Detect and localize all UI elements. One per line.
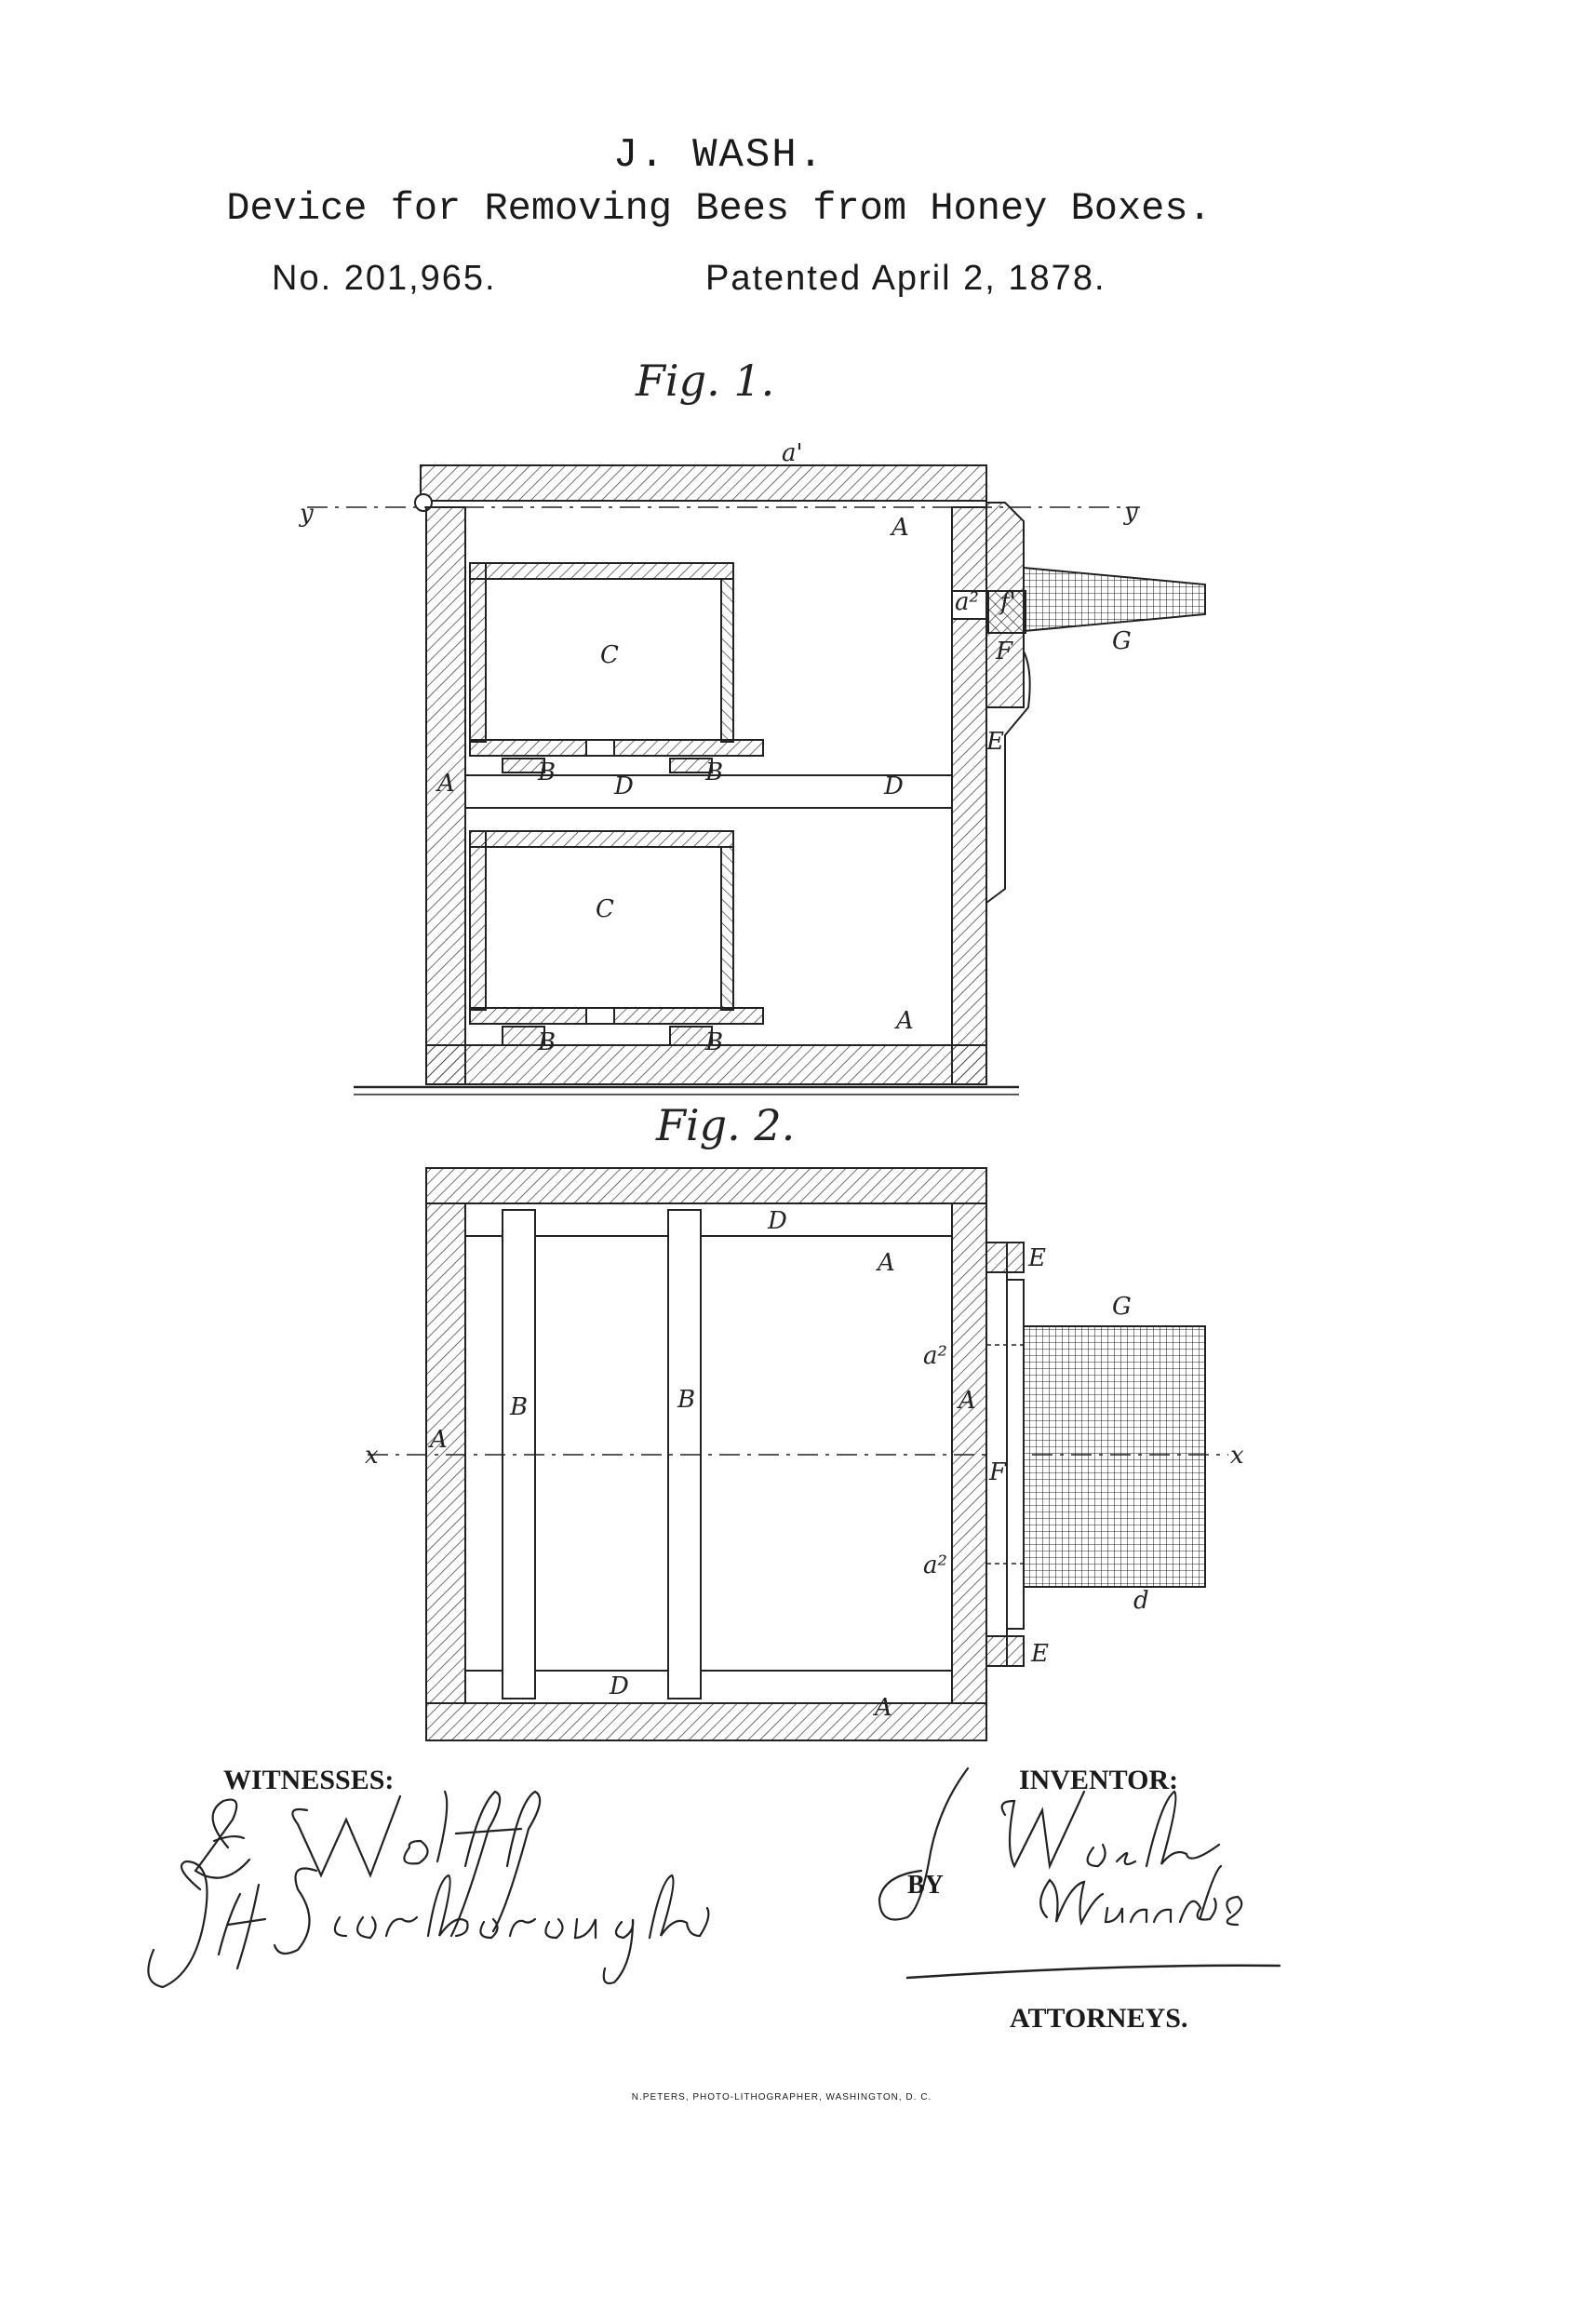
- fig2-label-D-bottom: D: [609, 1672, 629, 1700]
- figure-2: Fig. 2. D A E G a²: [365, 1100, 1244, 1741]
- fig2-label-x-left: x: [365, 1442, 379, 1470]
- inventor-name: J. WASH.: [612, 132, 825, 179]
- fig2-label-E-bottom: E: [1030, 1640, 1049, 1668]
- patent-number: No. 201,965.: [272, 259, 497, 298]
- fig1-label-A-top-right: A: [890, 514, 909, 542]
- fig2-label-B-right: B: [677, 1386, 695, 1414]
- inventor-label: INVENTOR:: [1019, 1765, 1179, 1795]
- fig1-label-C-upper: C: [600, 641, 619, 669]
- figure-1: Fig. 1.: [299, 356, 1206, 1095]
- attorneys-label: ATTORNEYS.: [1010, 2003, 1188, 2034]
- by-label: BY: [907, 1871, 944, 1900]
- signature-inventor: [878, 1767, 1221, 1921]
- fig1-escape-device: [951, 502, 1206, 904]
- patent-date: Patented April 2, 1878.: [705, 259, 1106, 298]
- fig1-label-D-mid: D: [613, 772, 634, 800]
- fig2-label-A-top: A: [876, 1249, 895, 1277]
- fig2-label-d: d: [1133, 1587, 1149, 1615]
- fig2-label-A-bottom: A: [873, 1694, 892, 1722]
- fig1-label-A-left: A: [436, 770, 455, 798]
- fig1-label-E: E: [985, 728, 1004, 756]
- patent-title: Device for Removing Bees from Honey Boxe…: [226, 186, 1212, 231]
- signature-witness-2: [147, 1860, 710, 1989]
- fig2-caption: Fig. 2.: [655, 1100, 795, 1150]
- fig1-label-A-bottom-right: A: [894, 1007, 914, 1035]
- signature-witness-1: [194, 1790, 542, 1938]
- fig2-label-D-top: D: [767, 1207, 787, 1235]
- inventor-signatures: [878, 1767, 1281, 1980]
- fig1-label-D-right: D: [883, 772, 904, 800]
- fig1-label-G: G: [1112, 627, 1132, 655]
- fig1-label-B-lower-left: B: [537, 1028, 556, 1056]
- fig1-lid: [420, 464, 987, 502]
- witness-signatures: [147, 1790, 710, 1989]
- fig2-label-G: G: [1112, 1293, 1132, 1321]
- fig1-label-F: F: [995, 638, 1013, 665]
- fig2-right-wall: [951, 1202, 987, 1704]
- fig2-top-wall: [425, 1167, 987, 1204]
- printer-credit: N.PETERS, PHOTO-LITHOGRAPHER, WASHINGTON…: [631, 2092, 932, 2102]
- witnesses-label: WITNESSES:: [223, 1765, 395, 1795]
- fig2-bottom-wall: [425, 1702, 987, 1741]
- fig2-label-a2-top: a²: [923, 1342, 947, 1370]
- fig2-label-a2-bottom: a²: [923, 1552, 947, 1579]
- fig1-label-B-upper-right: B: [704, 759, 723, 786]
- fig1-caption: Fig. 1.: [635, 356, 774, 406]
- fig2-label-A-right: A: [957, 1387, 976, 1415]
- fig2-label-E-top: E: [1027, 1244, 1046, 1272]
- fig2-label-B-left: B: [509, 1393, 528, 1421]
- fig1-label-y-right: y: [1123, 498, 1138, 526]
- fig1-label-f-prime: f': [999, 588, 1016, 616]
- fig2-label-A-left: A: [428, 1426, 448, 1454]
- fig1-left-wall: [425, 506, 466, 1085]
- fig1-upper-box: [469, 562, 764, 773]
- fig1-label-a-prime: a': [782, 439, 803, 467]
- signature-attorney: [905, 1864, 1281, 1980]
- fig1-label-y-left: y: [299, 500, 314, 528]
- fig1-label-C-lower: C: [596, 895, 614, 923]
- fig2-escape-device: [985, 1242, 1206, 1667]
- fig1-label-a2: a²: [955, 588, 979, 616]
- fig1-bottom: [425, 1044, 987, 1085]
- fig1-lower-box: [469, 830, 764, 1046]
- fig2-label-F: F: [988, 1458, 1007, 1486]
- fig2-left-wall: [425, 1202, 466, 1704]
- fig2-label-x-right: x: [1230, 1442, 1244, 1470]
- fig1-label-B-upper-left: B: [537, 759, 556, 786]
- fig1-label-B-lower-right: B: [704, 1028, 723, 1056]
